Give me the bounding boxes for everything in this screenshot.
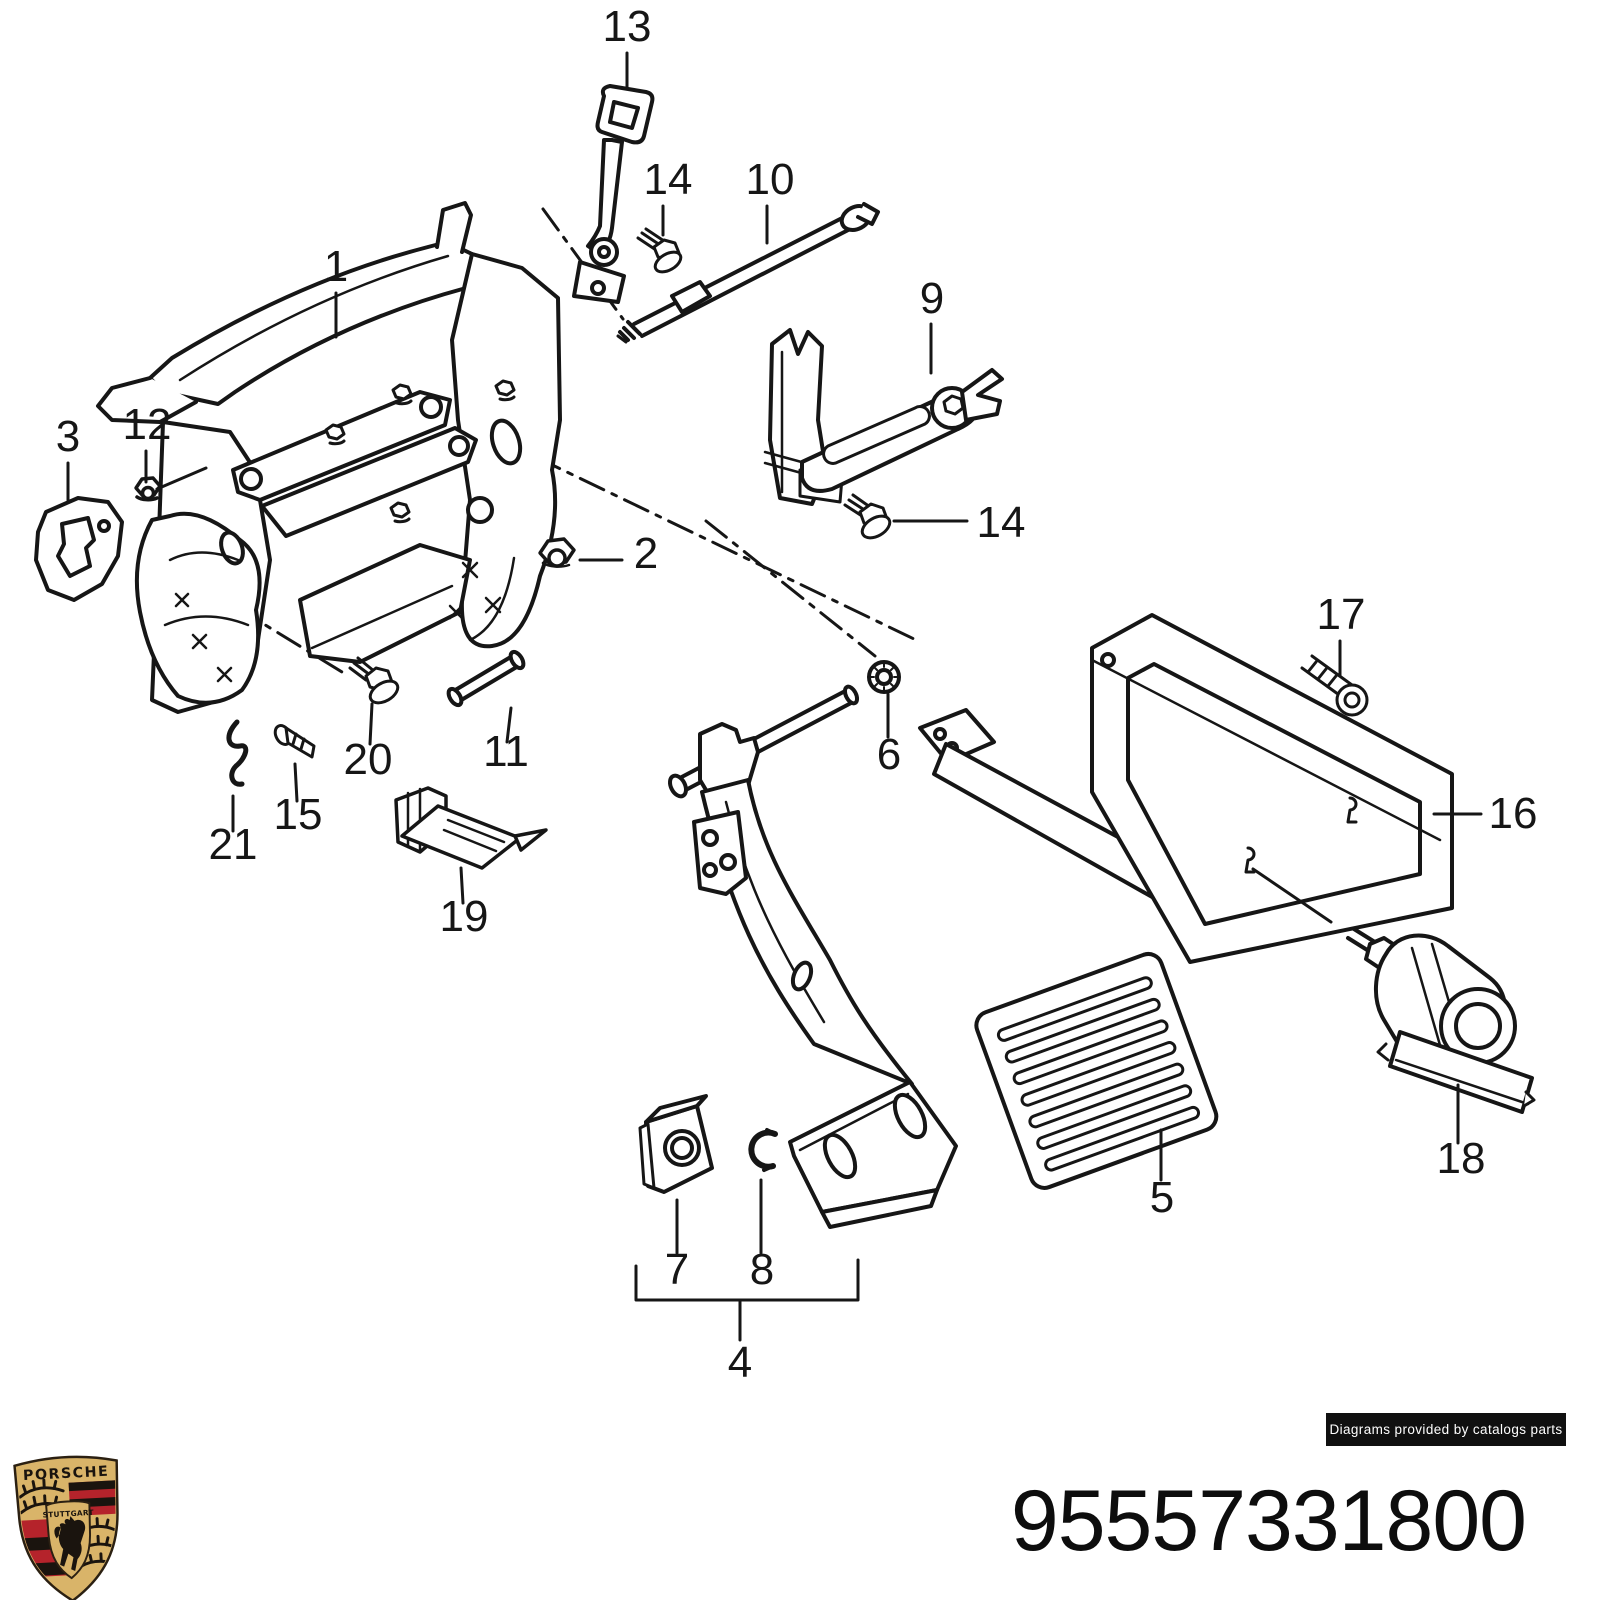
part-number: 95557331800 [1010,1473,1527,1569]
porsche-crest-logo: STUTTGART PORSCHE [13,1455,120,1600]
callout-12: 12 [123,400,172,449]
callout-16: 16 [1489,789,1538,838]
part-11-pin [446,649,526,708]
callout-7: 7 [665,1245,689,1294]
part-18-stop-light-switch [1346,927,1536,1114]
part-19-retainer [394,786,548,870]
callout-19: 19 [440,892,489,941]
part-4-clutch-pedal [668,684,958,1229]
part-16-accelerator-pedal [918,613,1454,964]
callout-9: 9 [920,274,944,323]
callout-2: 2 [634,529,658,578]
callout-8: 8 [750,1245,774,1294]
watermark-badge: Diagrams provided by catalogs parts [1326,1413,1566,1446]
watermark-text: Diagrams provided by catalogs parts [1329,1422,1563,1437]
crest-city-text: STUTTGART [42,1508,94,1520]
callout-17: 17 [1317,590,1366,639]
callout-18: 18 [1437,1134,1486,1183]
part-5-pedal-pad [974,951,1219,1190]
part-15-pivot-pin [273,724,316,759]
callout-21: 21 [209,820,258,869]
callout-11: 11 [483,727,529,776]
part-2-hex-nut [538,537,576,568]
callout-10: 10 [746,155,795,204]
callout-14-lower: 14 [977,498,1026,547]
part-17-screw [1300,654,1369,717]
callout-leader-lines [66,51,1483,1342]
callout-1: 1 [324,242,348,291]
part-9-release-lever [763,328,1004,506]
callout-13: 13 [603,2,652,51]
callout-4: 4 [728,1338,752,1387]
crest-antler-top-left [18,1478,66,1515]
part-14-bolt-upper [636,227,683,274]
part-3-gasket [34,496,124,602]
part-7-mounting-block [638,1094,714,1194]
part-14-bolt-lower [843,493,892,540]
part-10-push-rod [616,202,880,344]
part-12-hex-nut [134,466,208,502]
part-20-bolt [348,656,400,705]
callout-5: 5 [1150,1173,1174,1222]
callout-3: 3 [56,412,80,461]
callout-6: 6 [877,730,901,779]
callout-20: 20 [344,735,393,784]
callout-15: 15 [274,790,323,839]
crest-horse [54,1516,86,1572]
part-13-support-strap [572,84,655,304]
crest-center-shield: STUTTGART [42,1500,94,1580]
part-6-lock-washer [867,660,901,694]
part-8-bushing-clip [748,1128,778,1172]
part-21-spring-clip [226,719,249,787]
crest-brand-text: PORSCHE [23,1464,110,1484]
callout-14-upper: 14 [644,155,693,204]
part-1-pedal-bracket [96,201,562,714]
callout-labels: 1 2 3 4 5 6 7 8 9 10 11 12 13 14 14 15 1… [56,2,1538,1387]
